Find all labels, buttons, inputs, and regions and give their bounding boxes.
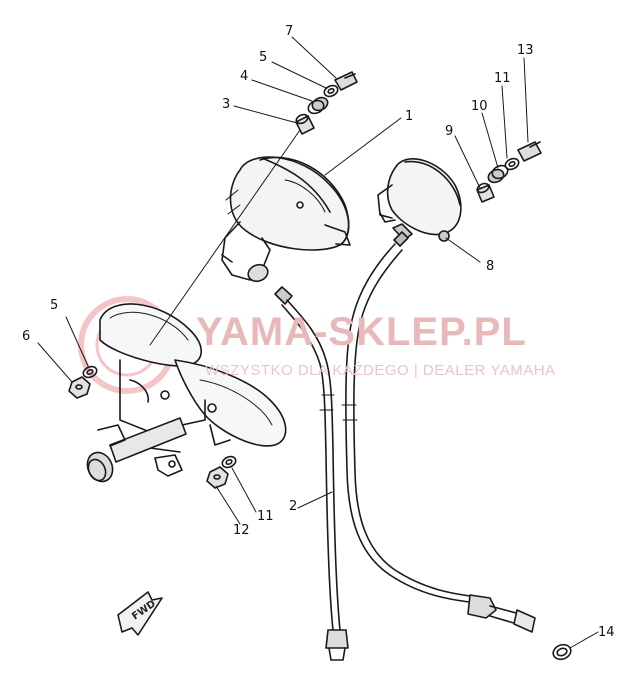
watermark-subtitle: WSZYSTKO DLA KAŻDEGO | DEALER YAMAHA [205, 362, 556, 379]
collar-3 [295, 113, 315, 135]
callout-9: 9 [445, 124, 454, 139]
fwd-arrow-icon [117, 591, 163, 636]
callout-4: 4 [240, 69, 249, 84]
washer-11-left [221, 455, 237, 469]
handlebar-stub [86, 417, 187, 483]
collar-9 [476, 182, 495, 203]
callout-12: 12 [233, 523, 250, 538]
callout-5-top: 5 [259, 50, 268, 65]
washer-11-right [504, 157, 520, 171]
callout-8: 8 [486, 259, 495, 274]
nut-12 [206, 466, 229, 489]
speedometer-1 [221, 156, 351, 283]
tachometer-cable [341, 231, 536, 633]
gauge-8 [377, 158, 462, 242]
washer-5-left [82, 365, 98, 379]
callout-7: 7 [285, 24, 294, 39]
grommet-4 [307, 96, 329, 115]
washer-5-top [323, 84, 339, 98]
bracket-stay [99, 303, 287, 453]
callout-1: 1 [405, 109, 414, 124]
callout-13: 13 [517, 43, 534, 58]
speedometer-cable-2 [274, 286, 349, 661]
callout-6: 6 [22, 329, 31, 344]
callout-14: 14 [598, 625, 615, 640]
watermark-title: YAMA-SKLEP.PL [196, 310, 527, 354]
callout-2: 2 [289, 499, 298, 514]
callout-11-left: 11 [257, 509, 274, 524]
o-ring-14 [552, 643, 572, 661]
callout-5-left: 5 [50, 298, 59, 313]
callout-11-right: 11 [494, 71, 511, 86]
callout-10: 10 [471, 99, 488, 114]
leader-lines [37, 36, 599, 649]
bolt-7 [334, 71, 358, 91]
nut-6 [68, 376, 91, 399]
bolt-13 [517, 141, 542, 162]
callout-3: 3 [222, 97, 231, 112]
